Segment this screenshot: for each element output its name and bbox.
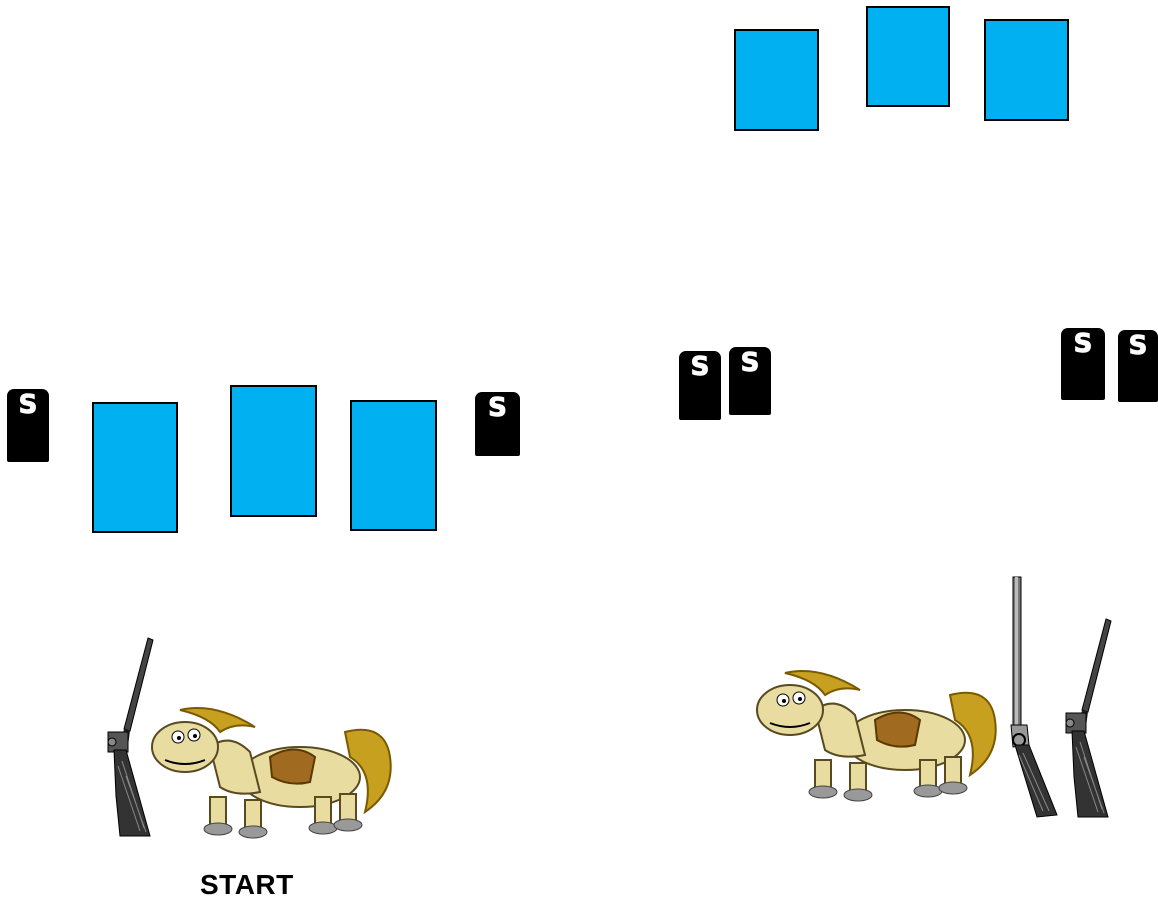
rifle-icon[interactable] — [1005, 575, 1065, 820]
card-top-3[interactable] — [984, 19, 1069, 121]
shotgun-icon[interactable] — [1058, 617, 1118, 821]
horse-icon[interactable] — [755, 665, 1000, 803]
horse-icon[interactable] — [150, 702, 395, 840]
tombstone-letter: S — [741, 350, 760, 376]
tombstone-letter: S — [1074, 331, 1093, 357]
tombstone-s-icon[interactable]: S — [679, 351, 721, 420]
card-left-3[interactable] — [350, 400, 437, 531]
tombstone-letter: S — [1129, 333, 1148, 359]
tombstone-s-icon[interactable]: S — [1118, 330, 1158, 402]
tombstone-s-icon[interactable]: S — [475, 392, 520, 456]
tombstone-s-icon[interactable]: S — [7, 389, 49, 462]
card-left-2[interactable] — [230, 385, 317, 517]
tombstone-letter: S — [19, 392, 38, 418]
tombstone-letter: S — [488, 395, 507, 421]
tombstone-letter: S — [691, 354, 710, 380]
tombstone-s-icon[interactable]: S — [1061, 328, 1105, 400]
card-top-1[interactable] — [734, 29, 819, 131]
tombstone-s-icon[interactable]: S — [729, 347, 771, 415]
start-button[interactable]: START — [200, 869, 316, 901]
card-left-1[interactable] — [92, 402, 178, 533]
card-top-2[interactable] — [866, 6, 950, 107]
